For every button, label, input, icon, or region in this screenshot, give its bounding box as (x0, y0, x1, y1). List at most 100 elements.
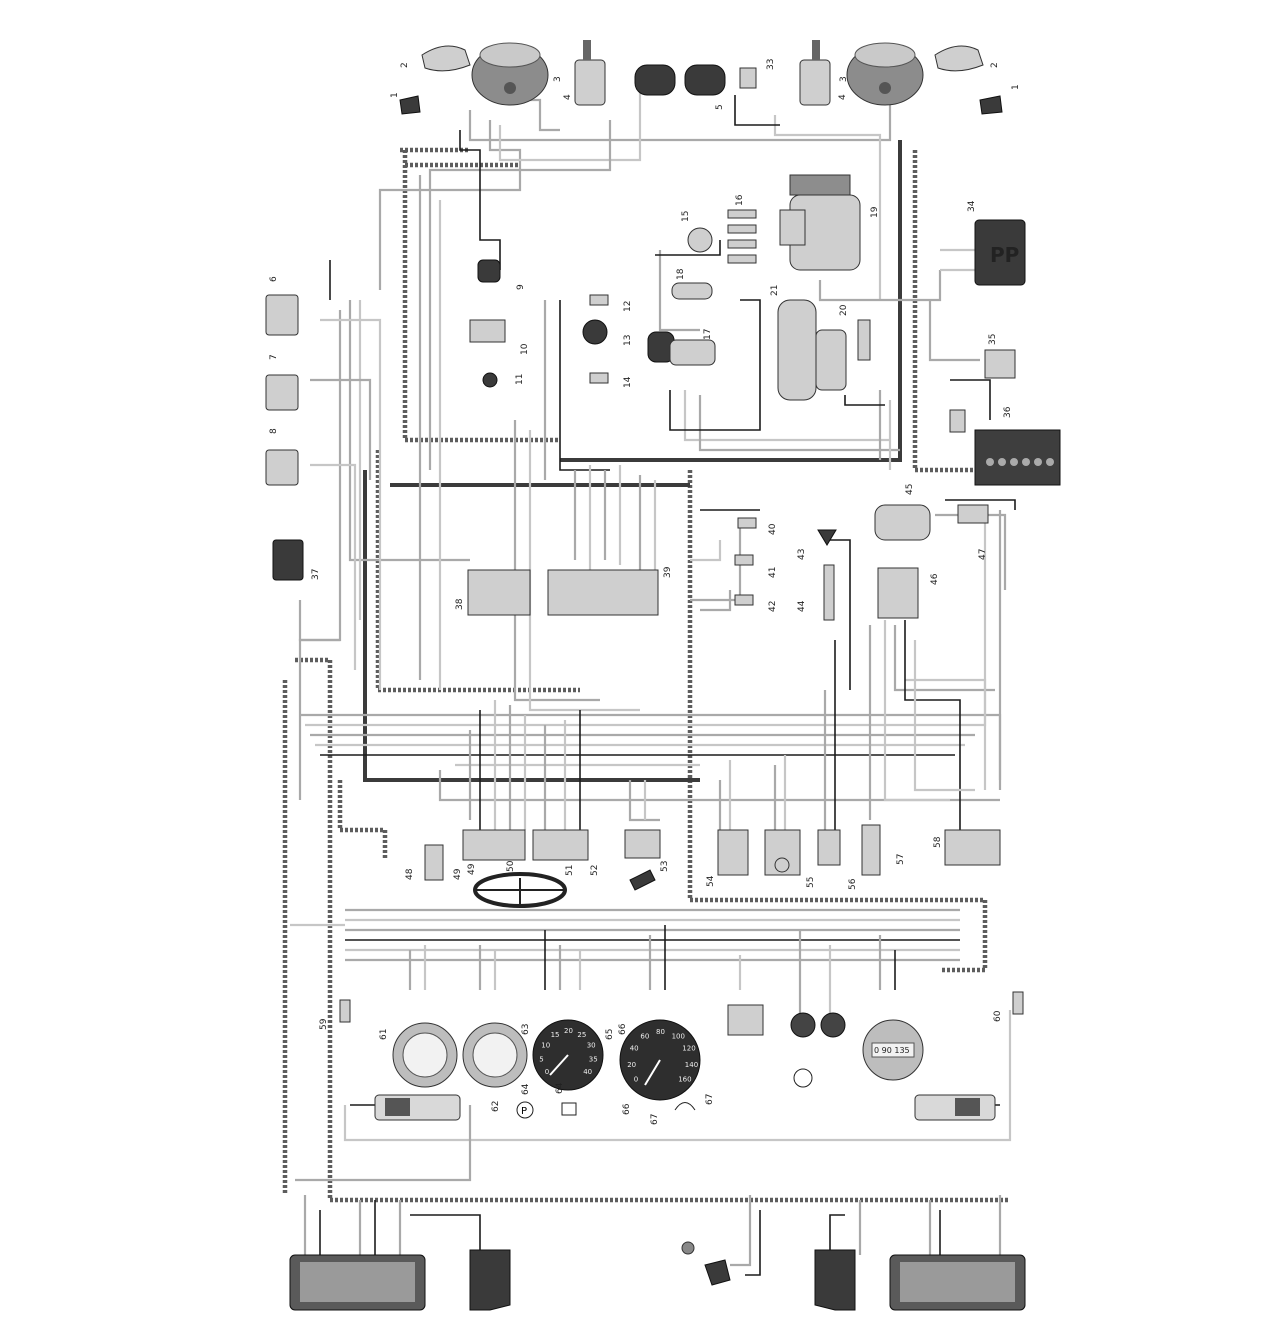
label-27: 38 (455, 598, 465, 610)
label-34: 45 (905, 484, 915, 495)
indicator-58: 67 (650, 1114, 660, 1125)
switch-40: 50 (506, 860, 516, 872)
label-8: 8 (269, 428, 279, 434)
switch-65 (681, 1241, 731, 1286)
label-19: 19 (870, 206, 880, 218)
label-40: 50 (506, 860, 516, 872)
scale-label: 60 (640, 1033, 649, 1041)
scale-label: 30 (587, 1041, 596, 1049)
label-23: 34 (967, 200, 977, 212)
label-47: 57 (896, 854, 906, 865)
switch-38: 49 (453, 868, 463, 880)
sensor-31: 42 (734, 594, 778, 612)
sensor-12: 12 (589, 294, 633, 312)
steering-wheel (473, 872, 567, 908)
label-45: 55 (806, 877, 816, 888)
label-59: 67 (705, 1094, 715, 1105)
label-31: 42 (768, 601, 778, 612)
label-42: 52 (590, 865, 600, 876)
side-lamp-right: 2 (934, 45, 1000, 72)
indicator-57: 66 (622, 1103, 632, 1115)
label-48: 58 (933, 836, 943, 848)
label-9: 9 (516, 284, 526, 290)
courtesy-lamp-64-right (914, 1094, 996, 1121)
label-38: 49 (453, 868, 463, 880)
label-21: 21 (770, 285, 780, 296)
fan-motor-45: 55 (764, 829, 816, 888)
label-30: 41 (768, 567, 778, 578)
label-4-right: 4 (838, 94, 848, 100)
label-18: 18 (676, 268, 686, 280)
lamp-37: 48 (405, 844, 444, 881)
label-2-right: 2 (990, 62, 1000, 68)
battery-25: 36 (949, 406, 1061, 486)
label-50: 61 (379, 1029, 389, 1040)
switch-42: 52 (590, 865, 600, 876)
label-24: 35 (988, 334, 998, 345)
lamp-49-left: 59 (319, 999, 351, 1030)
horn-right: 1 (979, 84, 1021, 115)
switch-block-41: 51 (532, 829, 589, 876)
label-16: 16 (735, 194, 745, 206)
indicator-54: 64 (555, 1082, 577, 1116)
label-5: 5 (715, 104, 725, 110)
clock-63: 0 90 135 (862, 1019, 924, 1081)
odometer-readout: 0 90 135 (874, 1046, 910, 1055)
component-9: 9 (477, 259, 526, 290)
sensor-29: 40 (737, 517, 778, 535)
sensor-33: 44 (797, 564, 835, 621)
label-6: 6 (269, 276, 279, 282)
wire-harness (282, 90, 1016, 1276)
label-56: 66 (618, 1023, 628, 1035)
sensor-14: 14 (589, 372, 633, 388)
label-57: 66 (622, 1103, 632, 1115)
scale-label: 0 (634, 1076, 638, 1084)
fuse-block-27: 38 (455, 569, 531, 616)
label-20: 20 (839, 304, 849, 316)
indicator-59: 67 (674, 1094, 715, 1111)
cigar-lighter-47: 57 (861, 824, 906, 876)
switch-60 (727, 1004, 764, 1036)
label-4: 4 (563, 94, 573, 100)
label-26: 37 (311, 569, 321, 580)
scale-label: 20 (627, 1061, 636, 1069)
scale-label: 160 (678, 1076, 691, 1084)
indicator-55: 65 (605, 1029, 615, 1040)
sound-signals: 5 (634, 64, 726, 110)
switch-43: 53 (624, 829, 670, 891)
label-37: 48 (405, 868, 415, 880)
label-52: 63 (521, 1024, 531, 1035)
plate-lamp-67-right (814, 1249, 856, 1311)
label-7: 7 (269, 354, 279, 360)
scale-label: 140 (685, 1061, 698, 1069)
ignition-coil-18: 18 (671, 268, 713, 300)
scale-label: 15 (551, 1031, 560, 1039)
fog-lamp-right: 4 (799, 40, 848, 106)
label-41: 51 (565, 865, 575, 876)
temp-gauge-51: 62 (462, 1022, 528, 1112)
label-55: 65 (605, 1029, 615, 1040)
switch-block-39: 49 (462, 829, 526, 875)
relay-8: 8 (265, 428, 299, 486)
relay-24: 35 (984, 334, 1016, 379)
spark-plugs-16: 16 (727, 194, 757, 264)
switch-48: 58 (933, 829, 1001, 866)
relay-7: 7 (265, 354, 299, 411)
label-2: 2 (400, 62, 410, 68)
label-44: 54 (706, 875, 716, 887)
label-29: 40 (768, 523, 778, 535)
scale-label: 5 (539, 1055, 543, 1063)
label-46: 56 (848, 878, 858, 890)
horn-left: 1 (390, 92, 421, 115)
scale-label: 10 (541, 1041, 550, 1049)
switch-22: 33 (739, 59, 776, 89)
label-53: 64 (521, 1083, 531, 1095)
label-33: 44 (797, 600, 807, 612)
label-39: 49 (467, 863, 477, 875)
headlamp-left: 3 (471, 42, 563, 106)
label-49: 59 (319, 1018, 329, 1030)
side-lamp-left: 2 (400, 45, 471, 72)
lamp-49-right: 60 (993, 991, 1024, 1022)
